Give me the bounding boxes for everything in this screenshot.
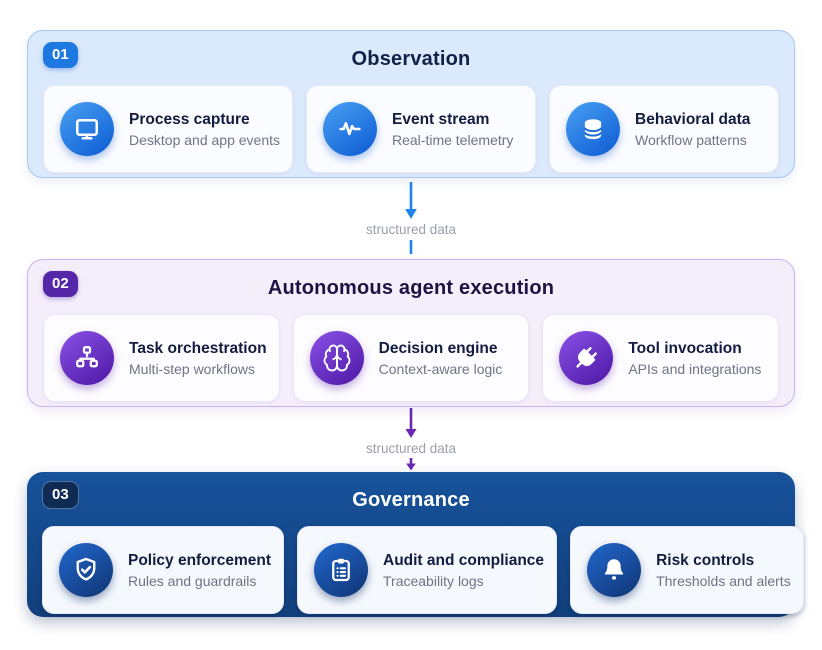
clipboard-list-icon [314,543,368,597]
section-agent-execution-cards: Task orchestration Multi-step workflows [43,314,779,402]
card-subtitle: Desktop and app events [129,131,280,148]
card-text: Risk controls Thresholds and alerts [656,552,791,589]
arrow-down-icon [405,182,417,219]
card-risk-controls: Risk controls Thresholds and alerts [570,526,804,614]
card-subtitle: Context-aware logic [378,360,503,377]
database-icon [566,102,620,156]
card-subtitle: Workflow patterns [635,131,747,148]
card-process-capture: Process capture Desktop and app events [43,85,293,173]
brain-icon [309,331,364,385]
section-number-badge: 03 [42,481,79,509]
card-text: Decision engine Context-aware logic [379,340,503,377]
section-title: Observation [351,47,471,70]
plug-icon [559,331,614,385]
card-policy-enforcement: Policy enforcement Rules and guardrails [42,526,284,614]
connector-execution-to-governance: structured data [27,407,795,472]
connector-label: structured data [365,222,457,237]
card-title: Audit and compliance [383,551,545,569]
card-title: Tool invocation [628,339,742,357]
card-subtitle: Multi-step workflows [129,360,256,377]
section-title: Autonomous agent execution [267,276,555,299]
section-agent-execution: 02 Autonomous agent execution [27,259,795,407]
section-observation-header: 01 Observation [43,41,779,77]
card-subtitle: Real-time telemetry [392,131,514,148]
card-subtitle: Traceability logs [383,572,484,589]
connector-observation-to-execution: structured data [27,178,795,259]
card-text: Event stream Real-time telemetry [392,111,513,148]
card-event-stream: Event stream Real-time telemetry [306,85,536,173]
arrow-tail-line [409,240,413,254]
section-governance: 03 Governance Policy enforcement Rules a… [27,472,804,617]
section-title: Governance [352,488,470,511]
card-text: Behavioral data Workflow patterns [635,111,750,148]
sitemap-icon [60,331,114,385]
bell-icon [587,543,642,597]
section-number-badge: 01 [43,42,78,68]
card-title: Task orchestration [129,339,267,357]
waveform-icon [323,102,377,156]
card-subtitle: Thresholds and alerts [656,572,791,589]
card-title: Risk controls [656,551,755,569]
card-title: Behavioral data [635,110,751,128]
section-agent-execution-header: 02 Autonomous agent execution [43,270,779,306]
shield-check-icon [59,543,113,597]
card-title: Process capture [129,110,250,128]
card-text: Task orchestration Multi-step workflows [129,340,267,377]
card-task-orchestration: Task orchestration Multi-step workflows [43,314,280,402]
card-audit-compliance: Audit and compliance Traceability logs [297,526,558,614]
card-tool-invocation: Tool invocation APIs and integrations [542,314,779,402]
arrow-tail-icon [406,458,416,471]
card-behavioral-data: Behavioral data Workflow patterns [549,85,779,173]
card-text: Tool invocation APIs and integrations [628,340,761,377]
card-decision-engine: Decision engine Context-aware logic [292,314,530,402]
card-text: Policy enforcement Rules and guardrails [128,552,271,589]
monitor-icon [60,102,114,156]
section-observation-cards: Process capture Desktop and app events E… [43,85,779,173]
section-governance-header: 03 Governance [42,481,780,518]
card-title: Policy enforcement [128,551,271,569]
section-number-badge: 02 [43,271,78,297]
section-observation: 01 Observation Process capture Desktop a… [27,30,795,178]
card-title: Event stream [392,110,490,128]
card-text: Audit and compliance Traceability logs [383,552,544,589]
section-governance-cards: Policy enforcement Rules and guardrails [42,526,804,614]
card-title: Decision engine [378,339,498,357]
card-text: Process capture Desktop and app events [129,111,280,148]
card-subtitle: Rules and guardrails [128,572,257,589]
arrow-down-icon [405,408,417,438]
connector-label: structured data [365,441,457,456]
card-subtitle: APIs and integrations [628,360,762,377]
